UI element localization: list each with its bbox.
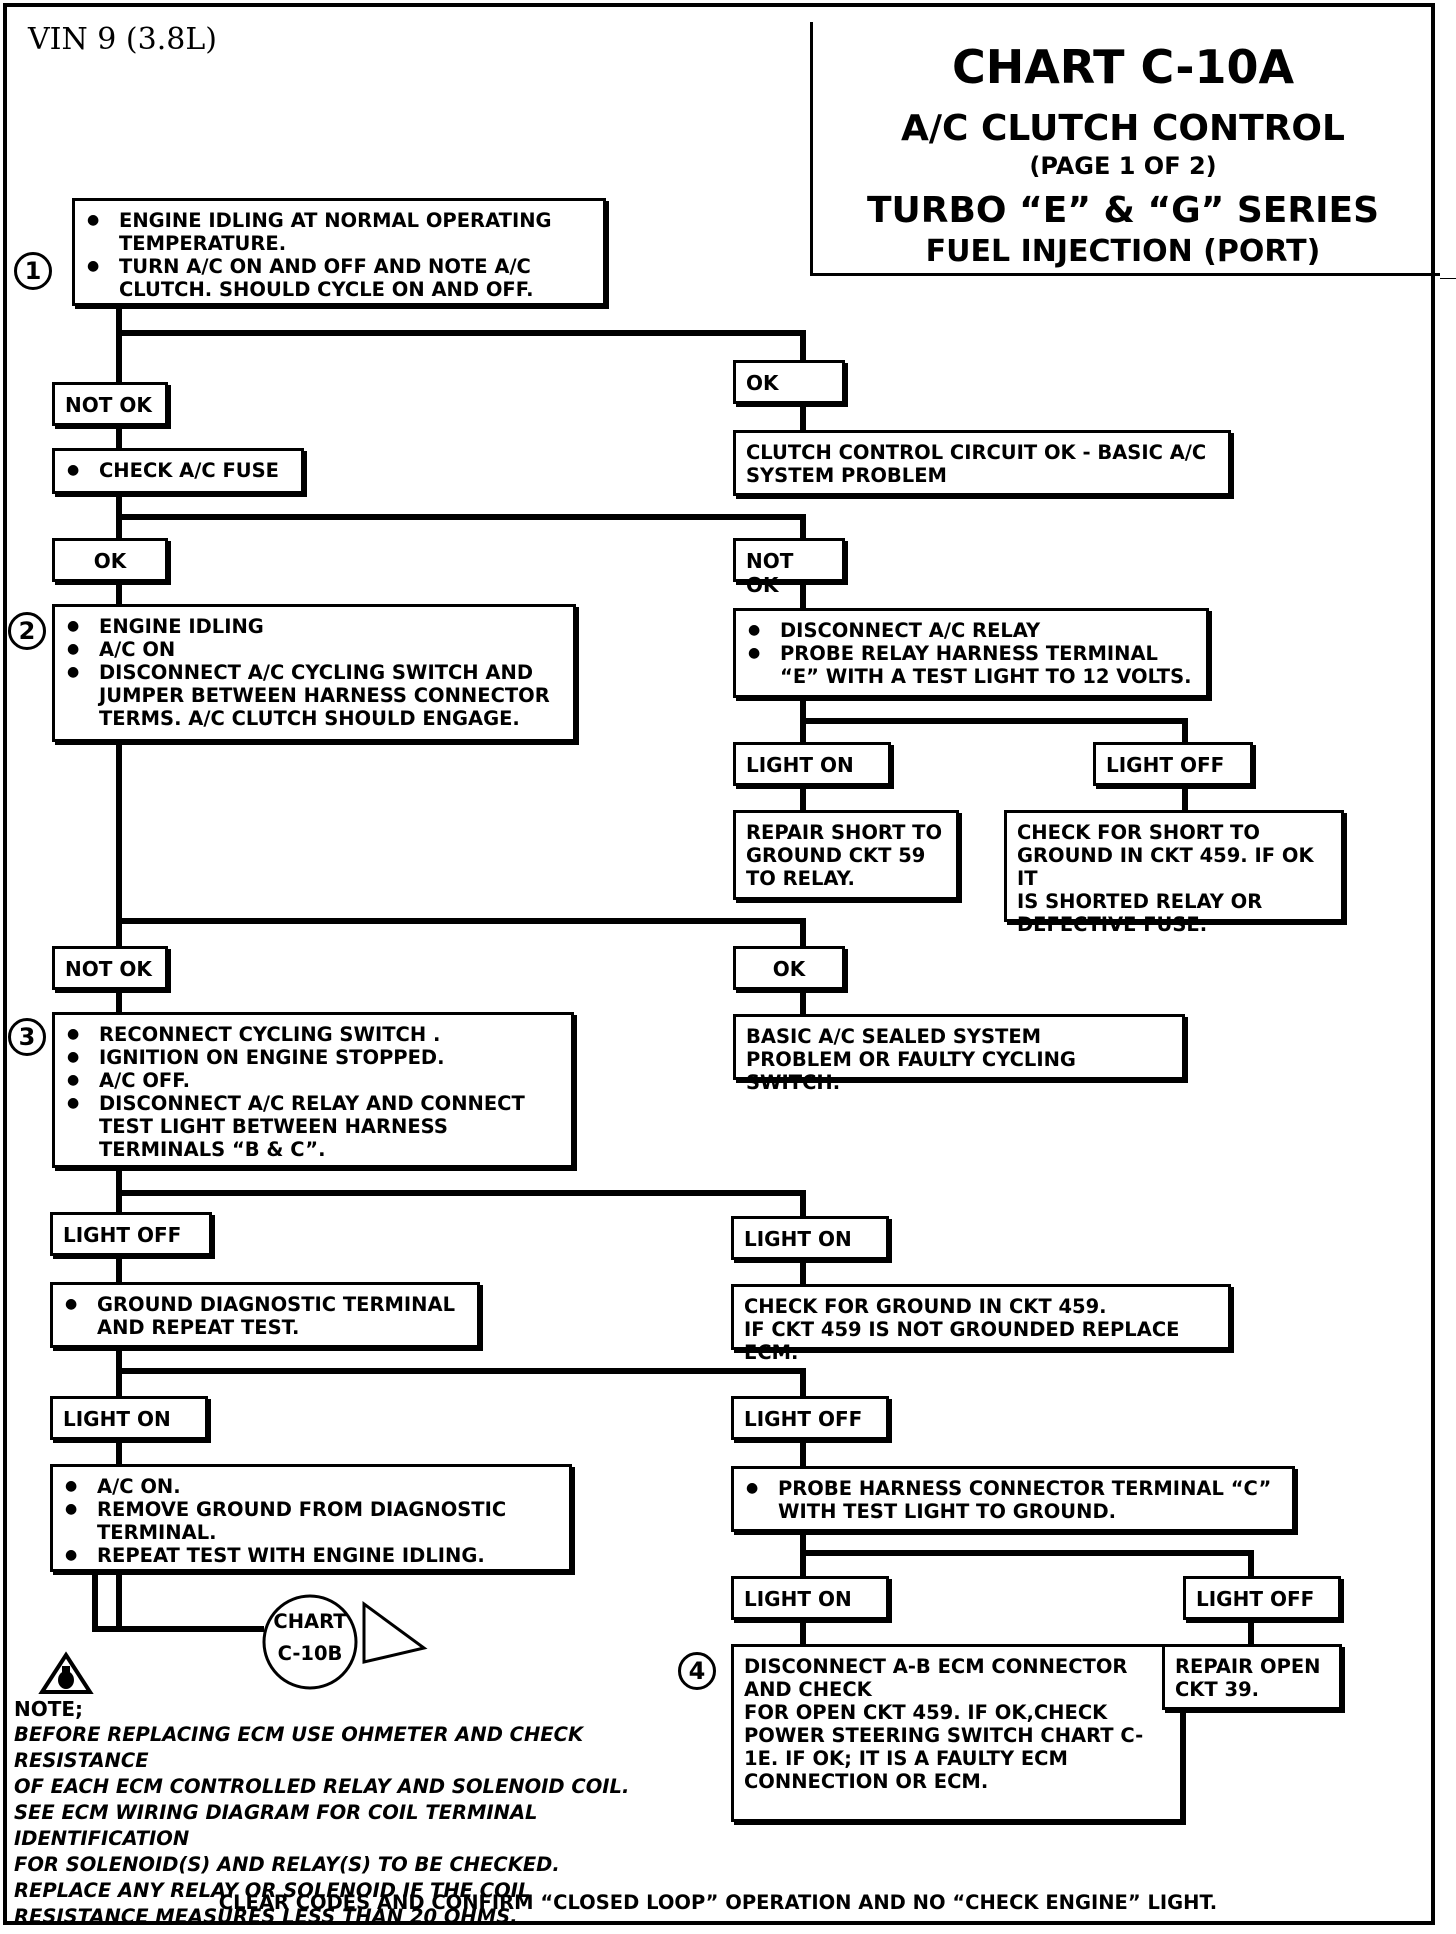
list-item: ENGINE IDLING	[67, 615, 563, 638]
list-item: DISCONNECT A/C RELAY AND CONNECT TEST LI…	[67, 1092, 561, 1161]
label-not-ok: NOT OK	[52, 946, 168, 990]
list-item: PROBE HARNESS CONNECTOR TERMINAL “C” WIT…	[746, 1477, 1282, 1523]
label-light-on: LIGHT ON	[50, 1396, 208, 1440]
page-indicator: (PAGE 1 OF 2)	[1029, 152, 1217, 180]
label-light-on: LIGHT ON	[731, 1216, 889, 1260]
relay-branch	[800, 718, 1188, 724]
repair-open-box: REPAIR OPEN CKT 39.	[1162, 1644, 1342, 1710]
list-item: IGNITION ON ENGINE STOPPED.	[67, 1046, 561, 1069]
step-3-box: RECONNECT CYCLING SWITCH . IGNITION ON E…	[52, 1012, 574, 1168]
step-marker-1: 1	[14, 252, 52, 290]
vin-label: VIN 9 (3.8L)	[28, 22, 217, 57]
list-item: RECONNECT CYCLING SWITCH .	[67, 1023, 561, 1046]
check-ground-box: CHECK FOR GROUND IN CKT 459. IF CKT 459 …	[731, 1284, 1231, 1364]
connector-lighton-2	[800, 1260, 806, 1284]
label-light-off: LIGHT OFF	[1093, 742, 1253, 786]
connector-notok-2	[800, 582, 806, 608]
list-item: PROBE RELAY HARNESS TERMINAL “E” WITH A …	[748, 642, 1196, 688]
clutch-circuit-ok-box: CLUTCH CONTROL CIRCUIT OK - BASIC A/C SY…	[733, 430, 1231, 496]
connector-lightoff-1	[1182, 786, 1188, 810]
basic-sealed-system-box: BASIC A/C SEALED SYSTEM PROBLEM OR FAULT…	[733, 1014, 1185, 1094]
to-chart-horizontal	[92, 1626, 264, 1632]
series-label: TURBO “E” & “G” SERIES	[866, 190, 1379, 231]
label-ok: OK	[733, 360, 845, 404]
list-item: A/C ON	[67, 638, 563, 661]
label-light-off: LIGHT OFF	[731, 1396, 889, 1440]
start-box: ENGINE IDLING AT NORMAL OPERATING TEMPER…	[72, 198, 606, 306]
footer-instruction: CLEAR CODES AND CONFIRM “CLOSED LOOP” OP…	[218, 1891, 1218, 1914]
label-light-off: LIGHT OFF	[1183, 1576, 1341, 1620]
title-tick	[1440, 278, 1456, 279]
probe-terminal-c-box: PROBE HARNESS CONNECTOR TERMINAL “C” WIT…	[731, 1466, 1295, 1532]
list-item: TURN A/C ON AND OFF AND NOTE A/C CLUTCH.…	[87, 255, 593, 301]
list-item: DISCONNECT A/C RELAY	[748, 619, 1196, 642]
connector-ok-3	[800, 990, 806, 1014]
repair-short-box: REPAIR SHORT TO GROUND CKT 59 TO RELAY.	[733, 810, 959, 900]
branch-drop-3	[800, 918, 806, 946]
label-light-off: LIGHT OFF	[50, 1212, 212, 1256]
branch-line-2	[116, 514, 806, 520]
branch-drop-2	[800, 514, 806, 538]
branch-line-5	[116, 1368, 806, 1374]
connector-lighton-1	[800, 786, 806, 810]
list-item: A/C OFF.	[67, 1069, 561, 1092]
list-item: REPEAT TEST WITH ENGINE IDLING.	[65, 1544, 559, 1567]
list-item: A/C ON.	[65, 1475, 559, 1498]
list-item: CHECK A/C FUSE	[67, 459, 291, 482]
branch-line-3	[116, 918, 806, 924]
connector-lightoff-3	[800, 1440, 806, 1466]
list-item: ENGINE IDLING AT NORMAL OPERATING TEMPER…	[87, 209, 593, 255]
step-marker-2: 2	[8, 612, 46, 650]
chart-id: CHART C-10A	[951, 40, 1295, 94]
label-ok: OK	[52, 538, 168, 582]
probe-branch	[800, 1550, 1254, 1556]
probe-branch-drop	[1248, 1550, 1254, 1576]
page-frame	[3, 3, 1435, 1925]
note-text: BEFORE REPLACING ECM USE OHMETER AND CHE…	[14, 1723, 630, 1928]
connector-lighton-4	[800, 1620, 806, 1644]
label-not-ok: NOT OK	[52, 382, 168, 426]
relay-branch-drop	[1182, 718, 1188, 742]
chart-c10b-reference[interactable]: CHART C-10B	[273, 1610, 347, 1665]
label-ok: OK	[733, 946, 845, 990]
connector-lightoff-4	[1248, 1620, 1254, 1644]
label-not-ok: NOT OK	[733, 538, 845, 597]
injection-label: FUEL INJECTION (PORT)	[925, 234, 1321, 269]
chart-title: A/C CLUTCH CONTROL	[901, 108, 1345, 149]
note-title: NOTE;	[14, 1697, 84, 1721]
list-item: DISCONNECT A/C CYCLING SWITCH AND JUMPER…	[67, 661, 563, 730]
branch-drop-4	[800, 1190, 806, 1216]
to-chart-vertical	[92, 1570, 98, 1630]
branch-drop-1	[800, 330, 806, 360]
branch-drop-5	[800, 1368, 806, 1396]
step-2-box: ENGINE IDLING A/C ON DISCONNECT A/C CYCL…	[52, 604, 576, 742]
branch-line-4	[116, 1190, 806, 1196]
label-light-on: LIGHT ON	[733, 742, 891, 786]
ground-diagnostic-box: GROUND DIAGNOSTIC TERMINAL AND REPEAT TE…	[50, 1282, 480, 1348]
chart-c10b-connector	[262, 1594, 428, 1690]
label-light-on: LIGHT ON	[731, 1576, 889, 1620]
step-marker-4: 4	[678, 1652, 716, 1690]
branch-line-1	[116, 330, 806, 336]
check-fuse-box: CHECK A/C FUSE	[52, 448, 304, 494]
probe-trunk	[800, 1504, 806, 1576]
title-block: CHART C-10A A/C CLUTCH CONTROL (PAGE 1 O…	[810, 22, 1440, 276]
ac-on-box: A/C ON. REMOVE GROUND FROM DIAGNOSTIC TE…	[50, 1464, 572, 1572]
check-short-box: CHECK FOR SHORT TO GROUND IN CKT 459. IF…	[1004, 810, 1344, 936]
step-marker-3: 3	[8, 1018, 46, 1056]
list-item: GROUND DIAGNOSTIC TERMINAL AND REPEAT TE…	[65, 1293, 467, 1339]
warning-hand-icon	[38, 1651, 94, 1694]
disconnect-relay-box: DISCONNECT A/C RELAY PROBE RELAY HARNESS…	[733, 608, 1209, 698]
connector-ok-1	[800, 404, 806, 430]
step-4-box: DISCONNECT A-B ECM CONNECTOR AND CHECK F…	[731, 1644, 1183, 1822]
list-item: REMOVE GROUND FROM DIAGNOSTIC TERMINAL.	[65, 1498, 559, 1544]
